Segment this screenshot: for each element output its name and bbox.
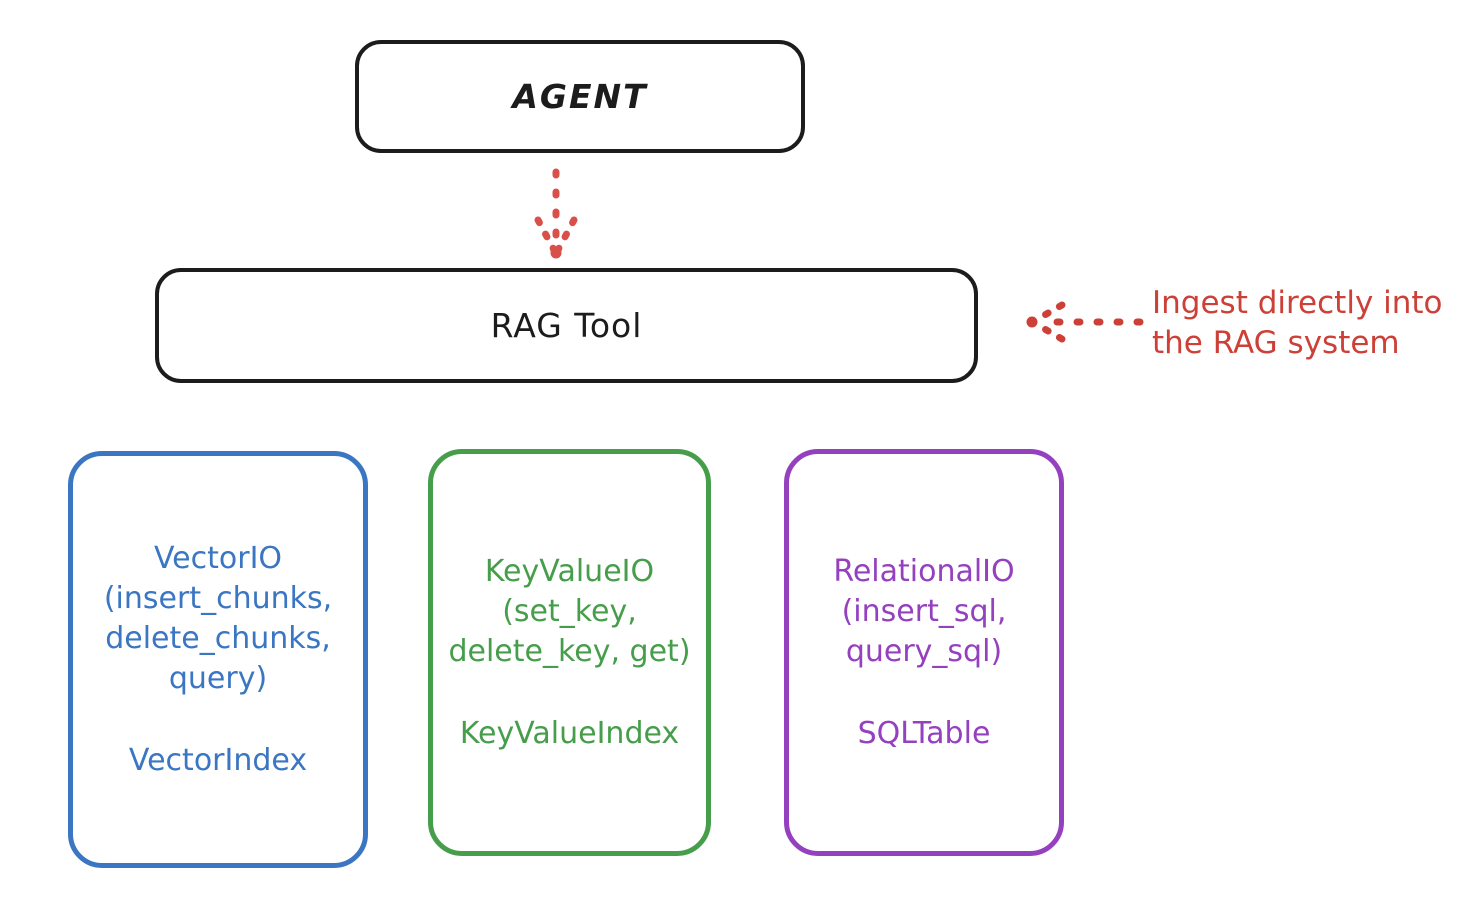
agent-to-rag-arrow bbox=[534, 168, 578, 259]
node-provider-vector[interactable]: VectorIO (insert_chunks, delete_chunks, … bbox=[68, 451, 368, 868]
node-agent-label: AGENT bbox=[512, 77, 648, 116]
node-agent[interactable]: AGENT bbox=[355, 40, 805, 153]
provider-relational-entity-label: SQLTable bbox=[857, 715, 991, 751]
provider-relational-api-label: RelationalIO (insert_sql, query_sql) bbox=[833, 553, 1015, 669]
node-provider-relational[interactable]: RelationalIO (insert_sql, query_sql) SQL… bbox=[784, 449, 1064, 856]
annotation-ingest-directly: Ingest directly into the RAG system bbox=[1152, 285, 1443, 361]
node-rag-tool[interactable]: RAG Tool bbox=[155, 268, 978, 383]
node-rag-tool-label: RAG Tool bbox=[490, 306, 643, 345]
node-provider-keyvalue[interactable]: KeyValueIO (set_key, delete_key, get) Ke… bbox=[428, 449, 711, 856]
provider-keyvalue-api-label: KeyValueIO (set_key, delete_key, get) bbox=[448, 553, 691, 669]
provider-vector-entity-label: VectorIndex bbox=[128, 742, 308, 778]
provider-keyvalue-entity-label: KeyValueIndex bbox=[459, 715, 680, 751]
provider-vector-api-label: VectorIO (insert_chunks, delete_chunks, … bbox=[103, 540, 333, 696]
annotation-to-rag-arrow bbox=[1026, 301, 1144, 343]
